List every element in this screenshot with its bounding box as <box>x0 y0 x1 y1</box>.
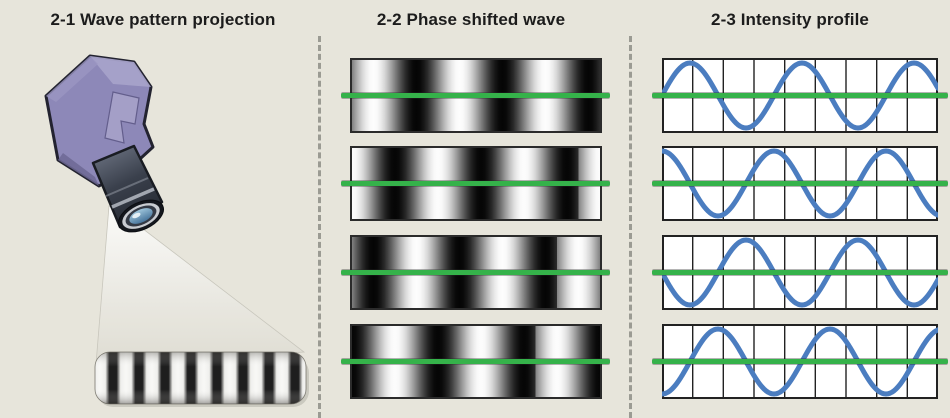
projector-lens <box>118 199 164 233</box>
stripe-band-shading <box>95 352 306 404</box>
scan-line <box>652 181 948 186</box>
scan-line <box>341 93 610 98</box>
scan-line <box>652 359 948 364</box>
panel-divider-right <box>629 36 632 418</box>
panel3-title: 2-3 Intensity profile <box>711 10 869 29</box>
scan-line <box>652 270 948 275</box>
projector-illustration <box>44 54 309 407</box>
scan-line <box>652 93 948 98</box>
panel1-title: 2-1 Wave pattern projection <box>50 10 276 29</box>
scan-line <box>341 181 610 186</box>
panel2-title: 2-2 Phase shifted wave <box>376 10 566 29</box>
scan-line <box>341 270 610 275</box>
panel-divider-left <box>318 36 321 418</box>
scan-line <box>341 359 610 364</box>
